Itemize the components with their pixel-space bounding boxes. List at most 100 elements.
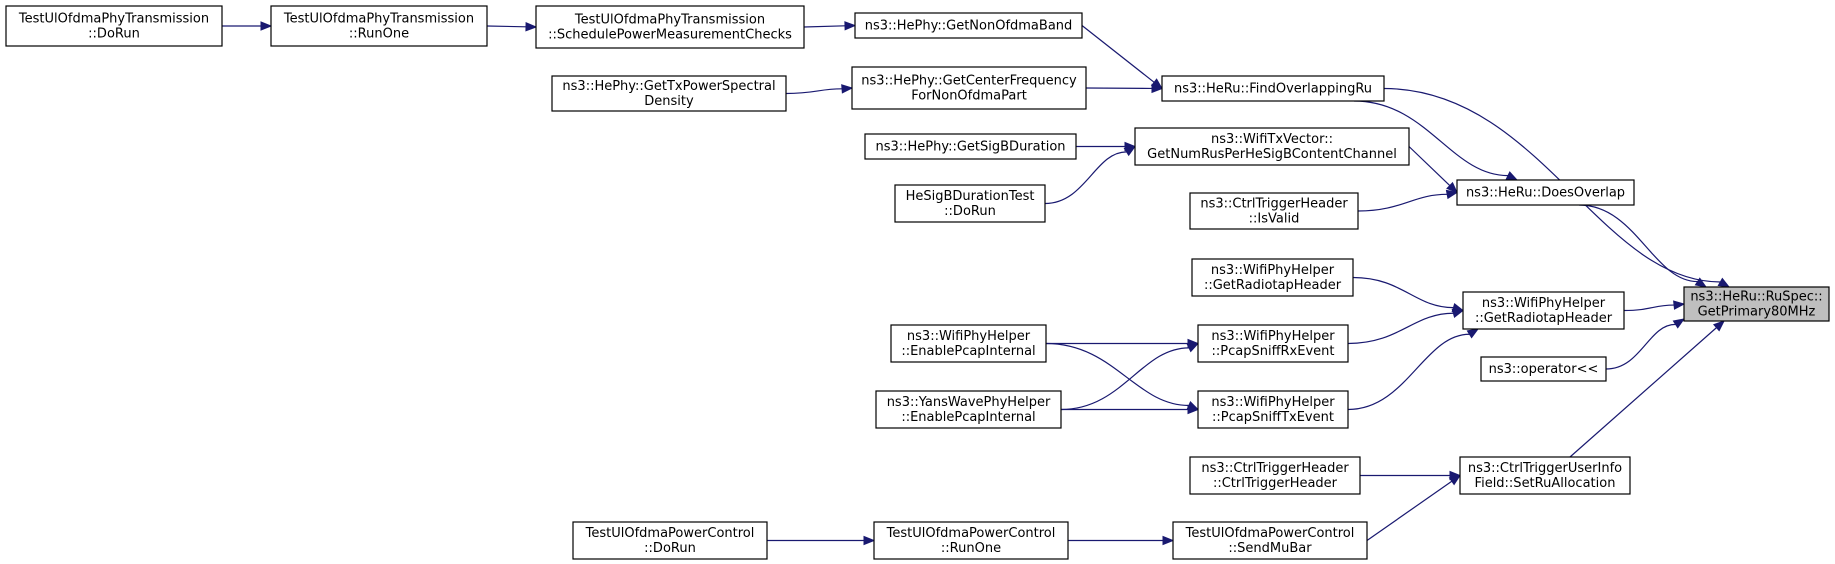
node-box: [873, 521, 1069, 560]
node-layer: ns3::HeRu::RuSpec::GetPrimary80MHz ns3::H…: [5, 5, 1830, 560]
node-box: [851, 66, 1087, 110]
node-ns3-heru-ruspec-getprimary80mhz[interactable]: ns3::HeRu::RuSpec::GetPrimary80MHz: [1683, 286, 1830, 322]
node-label-line: ::EnablePcapInternal: [901, 344, 1035, 359]
edge-line: [1352, 276, 1454, 309]
node-box: [1191, 258, 1354, 297]
node-label-line: ::PcapSniffRxEvent: [1212, 344, 1335, 359]
node-label-line: ns3::CtrlTriggerHeader: [1200, 197, 1348, 212]
arrowhead: [1446, 181, 1458, 194]
node-box: [572, 521, 768, 560]
arrowhead: [1151, 83, 1164, 94]
node-box: [864, 133, 1077, 160]
arrowhead: [1451, 308, 1465, 318]
node-ns3-wifitxvector-getnumrusperhesigbcontentchannel[interactable]: ns3::WifiTxVector::GetNumRusPerHeSigBCon…: [1134, 127, 1410, 166]
node-label-line: GetNumRusPerHeSigBContentChannel: [1147, 147, 1397, 162]
edge-ns3-wifiphyhelper-pcapsnifftxevent-to-ns3-wifiphyhelper-getradiotapheader: [1347, 328, 1480, 411]
node-box: [1462, 291, 1625, 330]
node-label-line: ::SendMuBar: [1228, 541, 1312, 556]
edge-line: [1060, 347, 1189, 411]
arrowhead: [260, 21, 273, 31]
edge-testulofdmaphytransmission-schedulepowermeasurementchecks-to-ns3-hephy-getnonofdmaband: [803, 21, 857, 31]
node-label-line: ns3::HePhy::GetCenterFrequency: [861, 74, 1077, 89]
node-label-line: TestUlOfdmaPowerControl: [886, 526, 1056, 541]
node-ns3-heru-findoverlappingru[interactable]: ns3::HeRu::FindOverlappingRu: [1161, 75, 1385, 102]
edge-hesigbdurationtest-dorun-to-ns3-wifitxvector-getnumrusperhesigbcontentchannel: [1044, 145, 1137, 205]
node-label-line: ::CtrlTriggerHeader: [1213, 476, 1338, 491]
edge-layer: [222, 21, 1731, 546]
node-ns3-ctrltriggerheader-isvalid[interactable]: ns3::CtrlTriggerHeader::IsValid: [1189, 192, 1359, 230]
node-ns3-wifiphyhelper-pcapsniffrxevent[interactable]: ns3::WifiPhyHelper::PcapSniffRxEvent: [1197, 324, 1349, 363]
node-label-line: ns3::operator<<: [1489, 362, 1599, 377]
node-label-line: ::PcapSniffTxEvent: [1212, 410, 1334, 425]
edge-ns3-wifiphyhelper-getradiotapheader-to-ns3-wifiphyhelper-getradiotapheader: [1352, 276, 1465, 313]
node-box: [875, 390, 1062, 429]
node-testulofdmapowercontrol-dorun[interactable]: TestUlOfdmaPowerControl::DoRun: [572, 521, 768, 560]
node-testulofdmapowercontrol-runone[interactable]: TestUlOfdmaPowerControl::RunOne: [873, 521, 1069, 560]
node-ns3-wifiphyhelper-getradiotapheader[interactable]: ns3::WifiPhyHelper::GetRadiotapHeader: [1191, 258, 1354, 297]
node-ns3-heru-doesoverlap[interactable]: ns3::HeRu::DoesOverlap: [1456, 179, 1635, 206]
edge-line: [486, 25, 527, 28]
arrowhead: [1123, 145, 1137, 157]
edge-ns3-ctrltriggerheader-ctrltriggerheader-to-ns3-ctrltriggeruserinfofield-setruallocation: [1360, 470, 1462, 481]
node-label-line: TestUlOfdmaPowerControl: [585, 526, 755, 541]
arrowhead: [1186, 342, 1200, 353]
node-label-line: ns3::HePhy::GetSigBDuration: [875, 140, 1065, 155]
edge-ns3-wifitxvector-getnumrusperhesigbcontentchannel-to-ns3-heru-doesoverlap: [1408, 146, 1458, 194]
edge-line: [1347, 312, 1454, 345]
arrowhead: [1673, 300, 1686, 310]
edge-line: [803, 25, 846, 28]
node-box: [1197, 390, 1349, 429]
node-ns3-yanswavephyhelper-enablepcapinternal[interactable]: ns3::YansWavePhyHelper::EnablePcapIntern…: [875, 390, 1062, 429]
edge-ns3-hephy-getcenterfrequencyfornonofdmapart-to-ns3-heru-findoverlappingru: [1085, 83, 1164, 94]
node-label-line: ::GetRadiotapHeader: [1204, 278, 1342, 293]
node-testulofdmaphytransmission-runone[interactable]: TestUlOfdmaPhyTransmission::RunOne: [270, 5, 488, 47]
edge-testulofdmapowercontrol-sendmubar-to-ns3-ctrltriggeruserinfofield-setruallocation: [1366, 474, 1462, 541]
edge-ns3-hephy-gettxpowerspectraldensity-to-ns3-hephy-getcenterfrequencyfornonofdmapart: [785, 84, 854, 95]
edge-ns3-ctrltriggeruserinfofield-setruallocation-to-ns3-heru-ruspec-getprimary80mhz: [1569, 320, 1726, 458]
node-label-line: ns3::WifiPhyHelper: [1211, 329, 1335, 344]
node-hesigbdurationtest-dorun[interactable]: HeSigBDurationTest::DoRun: [894, 184, 1046, 223]
edge-line: [1353, 100, 1509, 177]
node-box: [1189, 456, 1361, 495]
node-ns3-hephy-getsigbduration[interactable]: ns3::HePhy::GetSigBDuration: [864, 133, 1077, 160]
edge-line: [1408, 146, 1451, 187]
node-label-line: ns3::WifiPhyHelper: [1482, 296, 1606, 311]
node-ns3-hephy-getcenterfrequencyfornonofdmapart[interactable]: ns3::HePhy::GetCenterFrequencyForNonOfdm…: [851, 66, 1087, 110]
edge-testulofdmaphytransmission-runone-to-testulofdmaphytransmission-schedulepowermeasurementchecks: [486, 22, 538, 32]
node-label-line: Density: [644, 94, 694, 109]
node-testulofdmapowercontrol-sendmubar[interactable]: TestUlOfdmaPowerControl::SendMuBar: [1172, 521, 1368, 560]
node-ns3-operator[interactable]: ns3::operator<<: [1480, 356, 1607, 382]
node-label-line: TestUlOfdmaPhyTransmission: [574, 13, 765, 28]
node-box: [1459, 456, 1631, 495]
edge-line: [1623, 304, 1675, 312]
edge-line: [1569, 327, 1717, 458]
node-ns3-wifiphyhelper-enablepcapinternal[interactable]: ns3::WifiPhyHelper::EnablePcapInternal: [890, 324, 1047, 363]
node-label-line: ns3::HePhy::GetTxPowerSpectral: [562, 79, 775, 94]
node-ns3-wifiphyhelper-pcapsnifftxevent[interactable]: ns3::WifiPhyHelper::PcapSniffTxEvent: [1197, 390, 1349, 429]
node-label-line: ns3::WifiPhyHelper: [907, 329, 1031, 344]
node-box: [535, 5, 805, 49]
node-label-line: ::DoRun: [88, 27, 140, 42]
node-label-line: ns3::HePhy::GetNonOfdmaBand: [865, 19, 1073, 34]
node-label-line: ForNonOfdmaPart: [911, 89, 1027, 104]
node-label-line: ns3::WifiTxVector::: [1211, 132, 1333, 147]
node-ns3-ctrltriggeruserinfofield-setruallocation[interactable]: ns3::CtrlTriggerUserInfoField::SetRuAllo…: [1459, 456, 1631, 495]
node-box: [270, 5, 488, 47]
arrowhead: [1448, 474, 1462, 486]
node-testulofdmaphytransmission-schedulepowermeasurementchecks[interactable]: TestUlOfdmaPhyTransmission::SchedulePowe…: [535, 5, 805, 49]
node-ns3-ctrltriggerheader-ctrltriggerheader[interactable]: ns3::CtrlTriggerHeader::CtrlTriggerHeade…: [1189, 456, 1361, 495]
node-box: [1134, 127, 1410, 166]
node-testulofdmaphytransmission-dorun[interactable]: TestUlOfdmaPhyTransmission::DoRun: [5, 5, 223, 47]
edge-line: [1081, 25, 1155, 83]
edge-line: [1578, 204, 1698, 283]
edge-ns3-ctrltriggerheader-isvalid-to-ns3-heru-doesoverlap: [1357, 189, 1459, 212]
arrowhead: [1505, 171, 1519, 181]
node-ns3-wifiphyhelper-getradiotapheader[interactable]: ns3::WifiPhyHelper::GetRadiotapHeader: [1462, 291, 1625, 330]
node-label-line: ns3::CtrlTriggerHeader: [1201, 461, 1349, 476]
edge-ns3-wifiphyhelper-pcapsniffrxevent-to-ns3-wifiphyhelper-getradiotapheader: [1347, 308, 1465, 345]
node-label-line: ::SchedulePowerMeasurementChecks: [548, 28, 792, 43]
node-label-line: TestUlOfdmaPhyTransmission: [18, 12, 209, 27]
node-box: [1480, 356, 1607, 382]
node-ns3-hephy-getnonofdmaband[interactable]: ns3::HePhy::GetNonOfdmaBand: [854, 12, 1083, 39]
